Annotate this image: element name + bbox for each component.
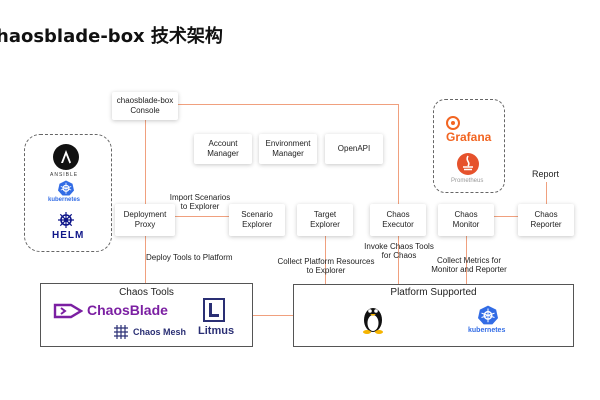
account-manager-node[interactable]: Account Manager [194, 134, 252, 164]
ansible-icon [53, 144, 79, 170]
kubernetes-label-platform: kubernetes [468, 327, 506, 334]
prometheus-icon [457, 153, 479, 175]
prometheus-label: Prometheus [451, 178, 484, 184]
account-manager-label: Account Manager [207, 139, 239, 158]
helm-label: HELM [52, 230, 85, 241]
scenario-explorer-node[interactable]: Scenario Explorer [229, 204, 285, 236]
platform-supported-box: Platform Supported [293, 284, 574, 347]
collect-metrics-label: Collect Metrics for Monitor and Reporter [431, 256, 507, 274]
kubernetes-label-deploy: kubernetes [48, 197, 81, 203]
helm-icon [58, 212, 74, 228]
litmus-icon [203, 298, 225, 322]
console-node[interactable]: chaosblade-box Console [112, 92, 178, 120]
kubernetes-icon [58, 180, 74, 196]
chaos-mesh-icon [114, 325, 128, 339]
openapi-label: OpenAPI [337, 144, 371, 153]
grafana-icon [446, 116, 460, 130]
chaosblade-icon [53, 303, 83, 319]
chaos-reporter-label: Chaos Reporter [530, 210, 562, 229]
chaos-mesh-label: Chaos Mesh [133, 327, 187, 337]
chaos-executor-label: Chaos Executor [382, 210, 414, 229]
chaos-reporter-node[interactable]: Chaos Reporter [518, 204, 574, 236]
environment-manager-label: Environment Manager [265, 139, 311, 158]
monitoring-group [433, 99, 505, 193]
scenario-explorer-label: Scenario Explorer [241, 210, 273, 229]
linux-tux-icon [363, 308, 383, 334]
target-explorer-node[interactable]: Target Explorer [297, 204, 353, 236]
openapi-node[interactable]: OpenAPI [325, 134, 383, 164]
ansible-label: ANSIBLE [50, 172, 79, 178]
collect-platform-label: Collect Platform Resources to Explorer [277, 257, 375, 275]
chaos-monitor-label: Chaos Monitor [452, 210, 480, 229]
deployment-proxy-node[interactable]: Deployment Proxy [115, 204, 175, 236]
invoke-chaos-label: Invoke Chaos Tools for Chaos [364, 242, 434, 260]
page-title: haosblade-box 技术架构 [0, 26, 223, 47]
kubernetes-icon-platform [478, 305, 498, 325]
chaos-executor-node[interactable]: Chaos Executor [370, 204, 426, 236]
deployment-proxy-label: Deployment Proxy [123, 210, 167, 229]
platform-supported-title: Platform Supported [390, 287, 477, 298]
report-label: Report [532, 169, 560, 179]
chaosblade-label: ChaosBlade [87, 302, 168, 318]
deploy-tools-label: Deploy Tools to Platform [146, 253, 233, 262]
grafana-label: Grafana [446, 130, 492, 144]
litmus-label: Litmus [198, 325, 235, 337]
environment-manager-node[interactable]: Environment Manager [259, 134, 317, 164]
chaos-tools-title: Chaos Tools [119, 287, 174, 298]
console-label: chaosblade-box Console [116, 96, 174, 115]
chaos-monitor-node[interactable]: Chaos Monitor [438, 204, 494, 236]
target-explorer-label: Target Explorer [310, 210, 340, 229]
import-scenarios-label: Import Scenarios to Explorer [169, 193, 231, 211]
